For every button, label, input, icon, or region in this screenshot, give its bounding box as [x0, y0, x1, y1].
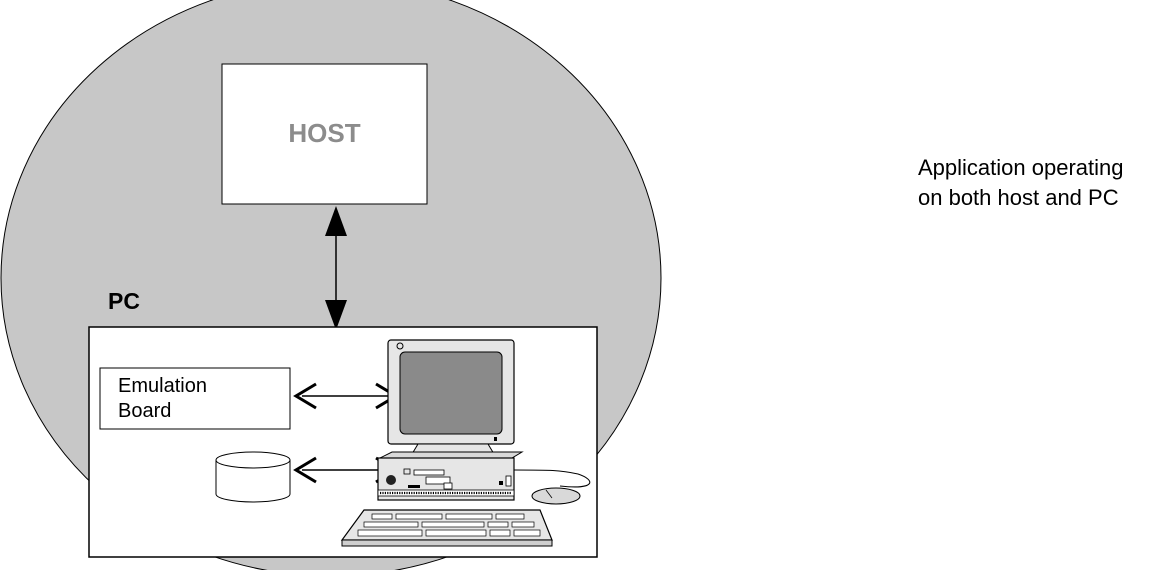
- application-description-line2: on both host and PC: [918, 185, 1119, 210]
- emulation-board-label-line1: Emulation: [118, 375, 207, 397]
- mouse-icon: [531, 487, 581, 505]
- application-description-line1: Application operating: [918, 155, 1124, 180]
- emulation-board-box: [99, 367, 291, 430]
- host-box: [221, 63, 428, 205]
- disk-drive-icon: [215, 451, 291, 503]
- pc-label: PC: [108, 288, 140, 314]
- keyboard-icon: [340, 509, 553, 547]
- host-label: HOST: [288, 118, 361, 148]
- emulation-board-label-line2: Board: [118, 400, 172, 422]
- host-pc-link-arrow: [325, 206, 347, 330]
- application-description: Application operating on both host and P…: [918, 153, 1123, 213]
- emulation-board-label: Emulation Board: [118, 374, 207, 424]
- pc-workstation-icon: [377, 339, 591, 501]
